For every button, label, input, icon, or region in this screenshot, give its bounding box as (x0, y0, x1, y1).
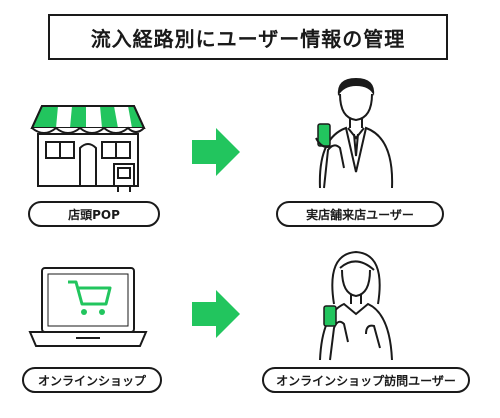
target-label-pill: オンラインショップ訪問ユーザー (262, 367, 470, 393)
arrow-right-icon (190, 290, 242, 338)
source-label-pill: 店頭POP (28, 201, 160, 227)
page-title: 流入経路別にユーザー情報の管理 (48, 14, 448, 60)
woman-with-phone-icon (304, 244, 408, 362)
laptop-cart-icon (24, 262, 152, 358)
store-icon (28, 98, 148, 194)
man-with-phone-icon (300, 72, 410, 190)
source-label-pill: オンラインショップ (22, 367, 162, 393)
arrow-right-icon (190, 128, 242, 176)
target-label-pill: 実店舗来店ユーザー (276, 201, 444, 227)
